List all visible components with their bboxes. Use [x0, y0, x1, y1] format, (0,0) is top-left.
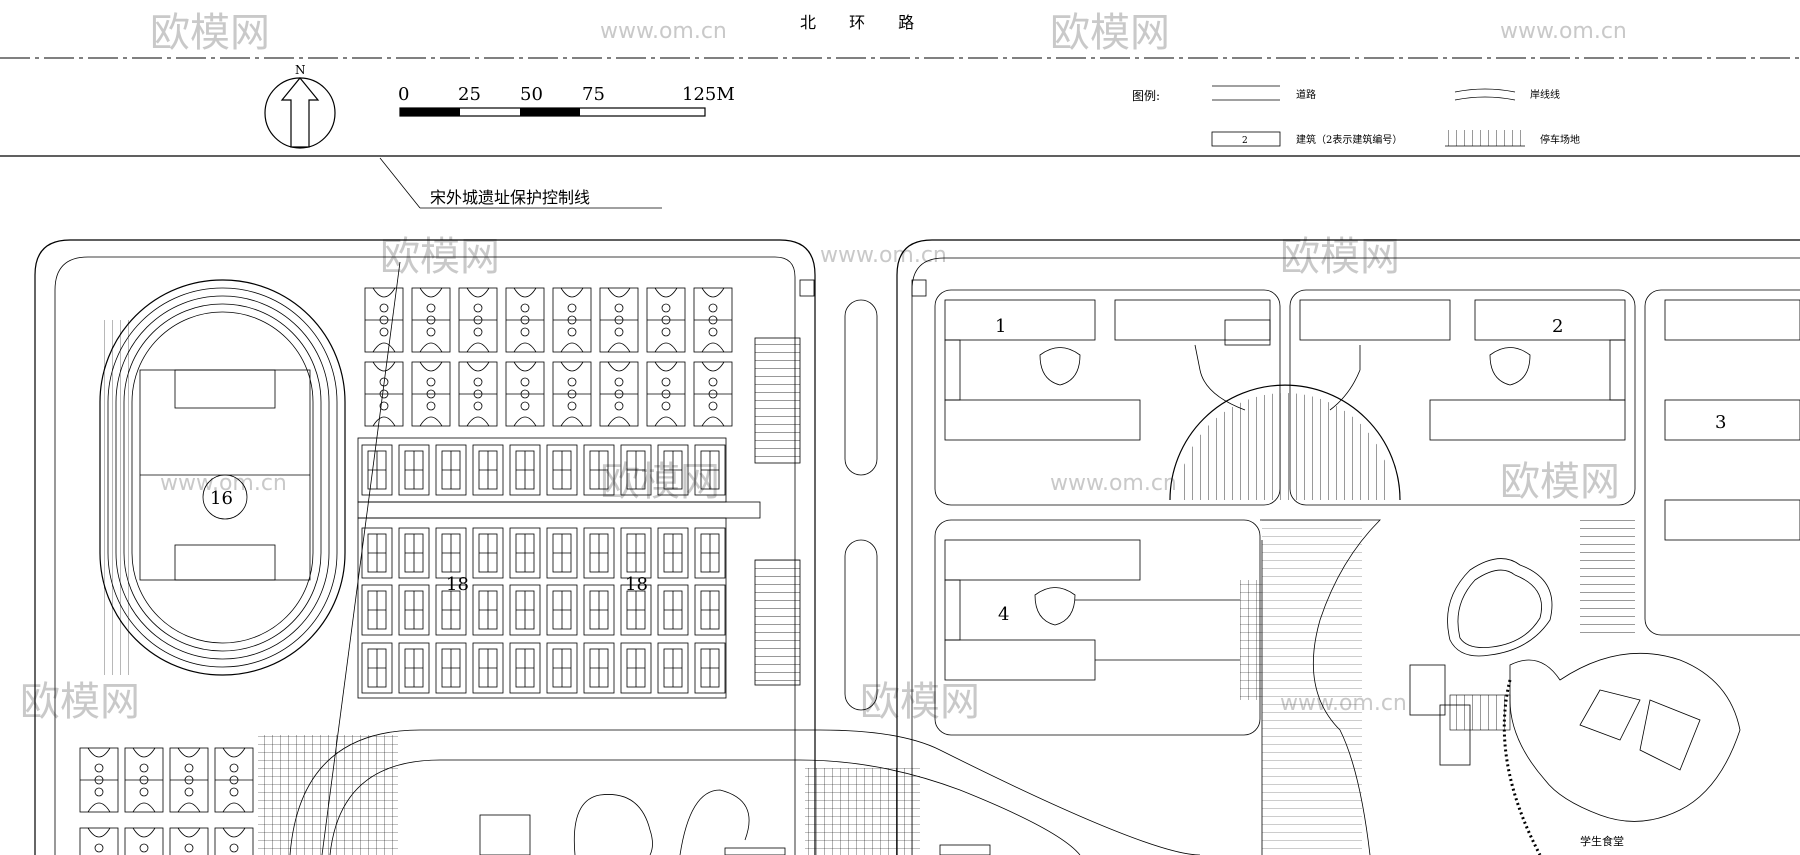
legend-building-sample: 2: [1242, 136, 1248, 146]
watermark-logo: 欧模网: [1280, 234, 1400, 280]
building-number: 1: [995, 316, 1006, 337]
scale-tick-2: 50: [520, 84, 543, 105]
site-boundary-label: 宋外城遗址保护控制线: [430, 188, 590, 207]
building-number: 16: [210, 488, 233, 509]
legend-parking-label: 停车场地: [1540, 133, 1580, 146]
building-number: 4: [998, 604, 1009, 625]
basketball-courts: [79, 287, 733, 855]
scale-tick-3: 75: [582, 84, 605, 105]
canteen: 学生食堂: [1502, 652, 1741, 855]
building-number: 3: [1715, 412, 1726, 433]
building-4: 4: [944, 539, 1240, 681]
legend-title: 图例:: [1132, 89, 1160, 103]
legend: 图例: 道路 岸线线 2 建筑（2表示建筑编号） 停车场地: [1132, 85, 1580, 147]
compass-label: N: [295, 63, 306, 77]
building-2: 2: [1299, 299, 1626, 441]
building-number: 18: [625, 574, 648, 595]
building-number: 18: [446, 574, 469, 595]
scale-bar: 0 25 50 75 125M: [398, 84, 735, 117]
canteen-label: 学生食堂: [1580, 834, 1624, 848]
building-number: 2: [1552, 316, 1563, 337]
watermark-logo: 欧模网: [600, 459, 720, 505]
legend-road-label: 道路: [1296, 88, 1316, 101]
watermark-url: www.om.cn: [1050, 471, 1177, 496]
scale-tick-0: 0: [398, 84, 409, 105]
scale-tick-1: 25: [458, 84, 481, 105]
north-arrow-icon: N: [264, 63, 336, 149]
watermark-url: www.om.cn: [820, 243, 947, 268]
running-track: 16: [99, 279, 346, 676]
legend-shoreline-label: 岸线线: [1530, 88, 1560, 101]
watermark-url: www.om.cn: [600, 19, 727, 44]
road-name: 北 环 路: [800, 13, 928, 32]
watermark-url: www.om.cn: [1500, 19, 1627, 44]
building-3: 3: [1664, 299, 1800, 541]
watermark-logo: 欧模网: [1050, 10, 1170, 56]
watermarks: 欧模网 www.om.cn 欧模网 www.om.cn 欧模网 欧模网 www.…: [20, 10, 1627, 725]
building-1: 1: [944, 299, 1271, 441]
watermark-logo: 欧模网: [1500, 459, 1620, 505]
tennis-courts: 18 18: [357, 437, 761, 699]
legend-building-label: 建筑（2表示建筑编号）: [1296, 133, 1402, 146]
watermark-logo: 欧模网: [150, 10, 270, 56]
watermark-logo: 欧模网: [860, 679, 980, 725]
watermark-logo: 欧模网: [20, 679, 140, 725]
scale-tick-4: 125M: [682, 84, 735, 105]
